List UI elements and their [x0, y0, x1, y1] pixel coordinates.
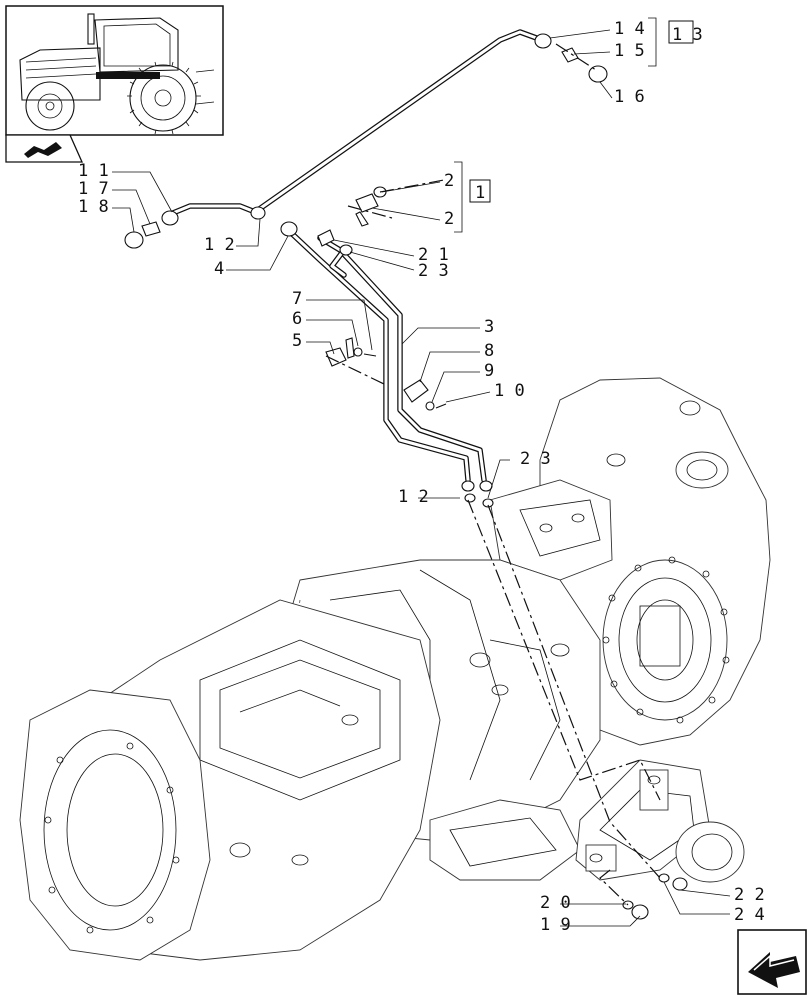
- callout-labels: 1 1 1 7 1 8 1 2 4 1 4 1 3 1 5 1 6 2 1 2 …: [78, 19, 765, 935]
- callout-2-upper: 2: [444, 171, 454, 191]
- callout-4: 4: [214, 259, 224, 279]
- callout-21: 2 1: [418, 245, 449, 265]
- callout-9: 9: [484, 361, 494, 381]
- callout-20: 2 0: [540, 893, 571, 913]
- callout-22: 2 2: [734, 885, 765, 905]
- group-box-13: [668, 20, 694, 44]
- callout-11: 1 1: [78, 161, 109, 181]
- next-page-arrow[interactable]: [737, 929, 807, 995]
- callout-12-lower: 1 2: [398, 487, 429, 507]
- callout-1: 1: [475, 183, 485, 203]
- callout-15: 1 5: [614, 41, 645, 61]
- callout-12-upper: 1 2: [204, 235, 235, 255]
- callout-16: 1 6: [614, 87, 645, 107]
- group-brackets: [454, 17, 694, 233]
- callout-6: 6: [292, 309, 302, 329]
- callout-14: 1 4: [614, 19, 645, 39]
- callout-8: 8: [484, 341, 494, 361]
- hydraulic-pipe-lower: [285, 227, 487, 483]
- assembly-lines: [325, 43, 661, 906]
- navigation-arrow-icon: [24, 142, 62, 158]
- transmission-housing: [19, 377, 771, 961]
- callout-23-upper: 2 3: [418, 261, 449, 281]
- group-box-1: [469, 179, 491, 203]
- valve-assembly: [575, 759, 745, 883]
- callout-13: 1 3: [672, 25, 703, 45]
- callout-2-lower: 2: [444, 209, 454, 229]
- tractor-thumbnail: [5, 5, 224, 136]
- callout-17: 1 7: [78, 179, 109, 199]
- callout-24: 2 4: [734, 905, 765, 925]
- callout-18: 1 8: [78, 197, 109, 217]
- callout-23-lower: 2 3: [520, 449, 551, 469]
- fittings: [124, 33, 688, 920]
- view-tab: [5, 134, 84, 163]
- callout-3: 3: [484, 317, 494, 337]
- callout-7: 7: [292, 289, 302, 309]
- callout-19: 1 9: [540, 915, 571, 935]
- callout-10: 1 0: [494, 381, 525, 401]
- callout-5: 5: [292, 331, 302, 351]
- leader-lines: [112, 29, 731, 927]
